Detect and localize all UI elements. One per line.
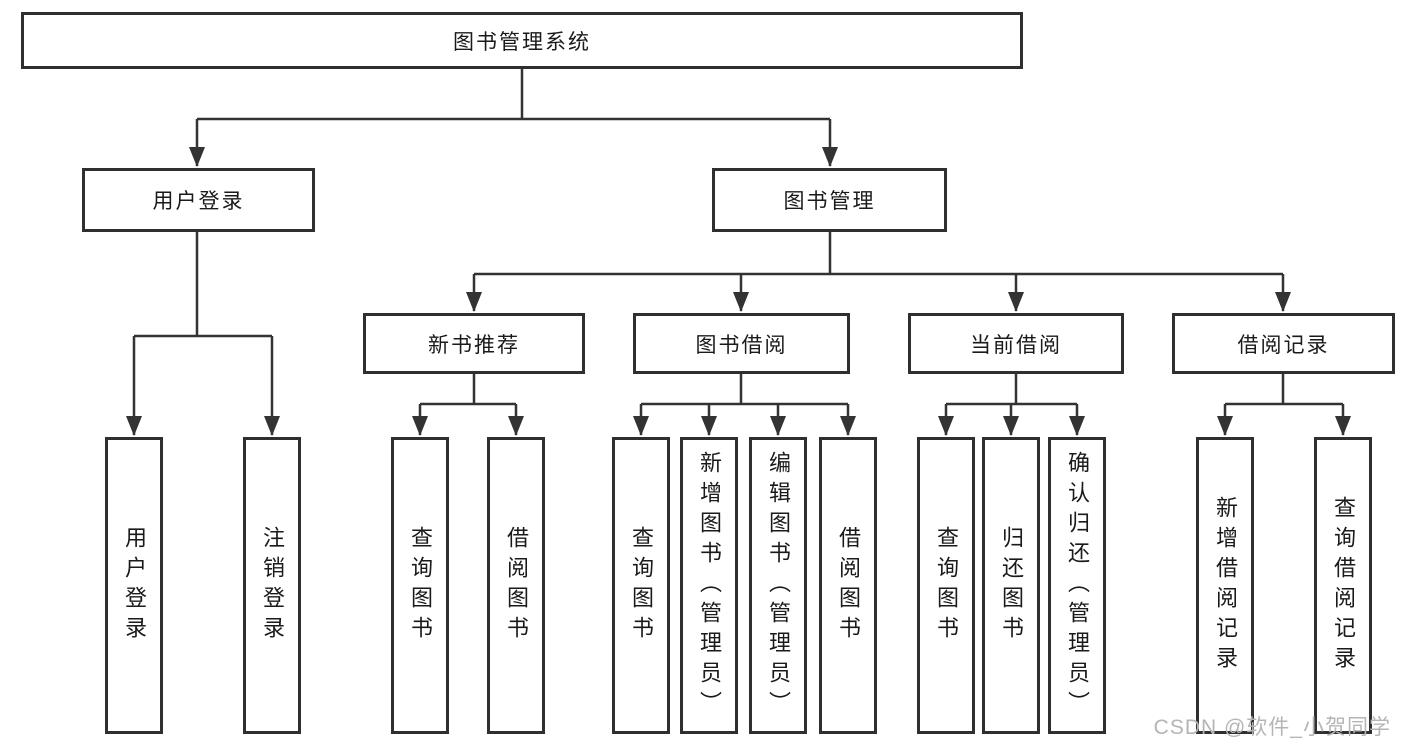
node-user-login: 用户登录: [82, 168, 315, 232]
node-leaf-borrow-books-recommend: 借阅图书: [487, 437, 545, 734]
node-book-borrow: 图书借阅: [633, 313, 850, 374]
node-leaf-logout: 注销登录: [243, 437, 301, 734]
node-label: 查询图书: [629, 525, 654, 646]
node-leaf-user-login: 用户登录: [105, 437, 163, 734]
node-label: 注销登录: [260, 525, 285, 646]
node-label: 图书借阅: [695, 333, 788, 357]
node-leaf-confirm-return-admin: 确认归还（管理员）: [1048, 437, 1106, 734]
node-label: 用户登录: [152, 190, 245, 213]
node-label: 图书管理系统: [453, 30, 591, 54]
node-label: 用户登录: [122, 525, 147, 646]
node-leaf-edit-books-admin: 编辑图书（管理员）: [749, 437, 807, 734]
node-label: 查询借阅记录: [1331, 495, 1356, 676]
node-label: 借阅记录: [1237, 333, 1330, 357]
node-label: 查询图书: [408, 525, 433, 646]
node-leaf-borrow-books: 借阅图书: [819, 437, 877, 734]
node-leaf-query-books-recommend: 查询图书: [391, 437, 449, 734]
node-label: 新增图书（管理员）: [697, 450, 722, 721]
node-label: 图书管理: [783, 190, 876, 213]
node-leaf-query-books-current: 查询图书: [917, 437, 975, 734]
node-label: 确认归还（管理员）: [1065, 450, 1090, 721]
node-current-borrow: 当前借阅: [908, 313, 1124, 374]
node-borrow-records: 借阅记录: [1172, 313, 1395, 374]
node-library-system: 图书管理系统: [21, 12, 1023, 69]
csdn-watermark: CSDN @软件_小贺同学: [1153, 716, 1391, 739]
node-leaf-query-borrow-record: 查询借阅记录: [1314, 437, 1372, 734]
node-label: 编辑图书（管理员）: [766, 450, 791, 721]
node-leaf-return-books: 归还图书: [982, 437, 1040, 734]
node-leaf-add-borrow-record: 新增借阅记录: [1196, 437, 1254, 734]
node-label: 查询图书: [934, 525, 959, 646]
node-leaf-add-books-admin: 新增图书（管理员）: [680, 437, 738, 734]
node-book-management: 图书管理: [712, 168, 947, 232]
node-new-book-recommend: 新书推荐: [363, 313, 585, 374]
node-label: 借阅图书: [836, 525, 861, 646]
node-leaf-query-books-borrow: 查询图书: [612, 437, 670, 734]
node-label: 借阅图书: [504, 525, 529, 646]
node-label: 新增借阅记录: [1213, 495, 1238, 676]
node-label: 归还图书: [999, 525, 1024, 646]
node-label: 新书推荐: [428, 333, 520, 357]
node-label: 当前借阅: [970, 333, 1062, 357]
